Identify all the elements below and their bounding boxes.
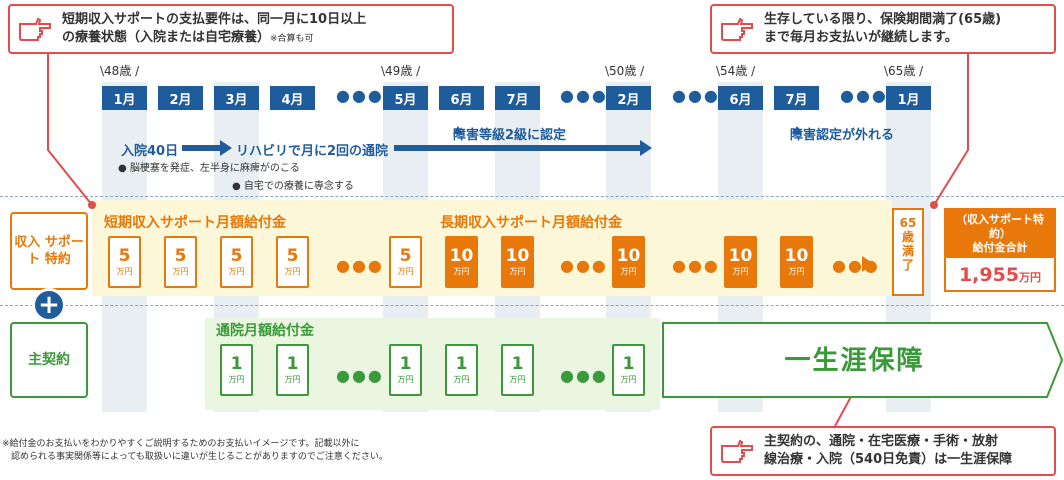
month-cell: 2月 (606, 86, 651, 110)
plus-icon: + (32, 288, 66, 322)
pointing-hand-icon (721, 439, 753, 463)
maturity-label: 65 歳 満 了 (892, 208, 924, 296)
ellipsis: ●●● (336, 366, 384, 385)
month-cell: 4月 (270, 86, 315, 110)
pointing-hand-icon (721, 17, 753, 41)
ellipsis: ●●● (560, 256, 608, 275)
outpatient-title: 通院月額給付金 (216, 323, 314, 339)
total-box: （収入サポート特約） 給付金合計 1,955万円 (944, 208, 1056, 292)
event-note: ● 脳梗塞を発症、左半身に麻痺がのこる (118, 163, 300, 174)
event-disability: 障害等級2級に認定 (453, 128, 567, 143)
ellipsis: ●●● (840, 86, 888, 105)
age-label: \48歳 / (100, 64, 140, 78)
month-cell: 7月 (774, 86, 819, 110)
callout-text: 主契約の、通院・在宅医療・手術・放射 線治療・入院（540日免責）は一生涯保障 (764, 434, 1013, 467)
ellipsis: ●●● (336, 86, 384, 105)
pointing-hand-icon (19, 17, 51, 41)
month-cell: 6月 (439, 86, 484, 110)
callout-lifetime: 主契約の、通院・在宅医療・手術・放射 線治療・入院（540日免責）は一生涯保障 (710, 426, 1056, 476)
main-contract-label: 主契約 (10, 322, 88, 398)
event-arrows (182, 126, 802, 156)
short-term-title: 短期収入サポート月額給付金 (104, 215, 286, 231)
age-label: \65歳 / (884, 64, 924, 78)
callout-continuation: 生存している限り、保険期間満了(65歳) まで毎月お支払いが継続します。 (710, 4, 1056, 54)
month-cell: 5月 (383, 86, 428, 110)
age-label: \49歳 / (381, 64, 421, 78)
income-rider-label: 収入 サポート 特約 (10, 212, 88, 290)
age-label: \50歳 / (605, 64, 645, 78)
long-term-title: 長期収入サポート月額給付金 (440, 215, 622, 231)
month-cell: 1月 (102, 86, 147, 110)
event-note: ● 自宅での療養に専念する (232, 181, 354, 192)
ellipsis: ●●● (560, 86, 608, 105)
triangle-arrow-icon (862, 256, 874, 272)
callout-payment-condition: 短期収入サポートの支払要件は、同一月に10日以上 の療養状態（入院または自宅療養… (8, 4, 454, 54)
callout-text: 生存している限り、保険期間満了(65歳) まで毎月お支払いが継続します。 (764, 12, 1002, 45)
footnote: ※給付金のお支払いをわかりやすくご説明するためのお支払いイメージです。記載以外に… (2, 439, 388, 462)
ellipsis: ●●● (672, 86, 720, 105)
event-disability-removed: 障害認定が外れる (790, 128, 895, 143)
month-cell: 6月 (718, 86, 763, 110)
total-header: （収入サポート特約） 給付金合計 (946, 210, 1054, 258)
total-amount: 1,955万円 (958, 264, 1042, 286)
month-cell: 7月 (495, 86, 540, 110)
event-hospital: 入院40日 (121, 144, 179, 159)
ellipsis: ●●● (336, 256, 384, 275)
ellipsis: ●●● (672, 256, 720, 275)
month-cell: 3月 (214, 86, 259, 110)
separator (0, 305, 1064, 306)
separator (0, 196, 1064, 197)
age-label: \54歳 / (716, 64, 756, 78)
lifetime-label: 一生涯保障 (784, 346, 925, 376)
month-cell: 1月 (886, 86, 931, 110)
month-cell: 2月 (158, 86, 203, 110)
lifetime-arrow (662, 322, 1064, 398)
ellipsis: ●●● (560, 366, 608, 385)
callout-text: 短期収入サポートの支払要件は、同一月に10日以上 の療養状態（入院または自宅療養… (62, 11, 367, 45)
event-rehab: リハビリで月に2回の通院 (236, 144, 389, 159)
